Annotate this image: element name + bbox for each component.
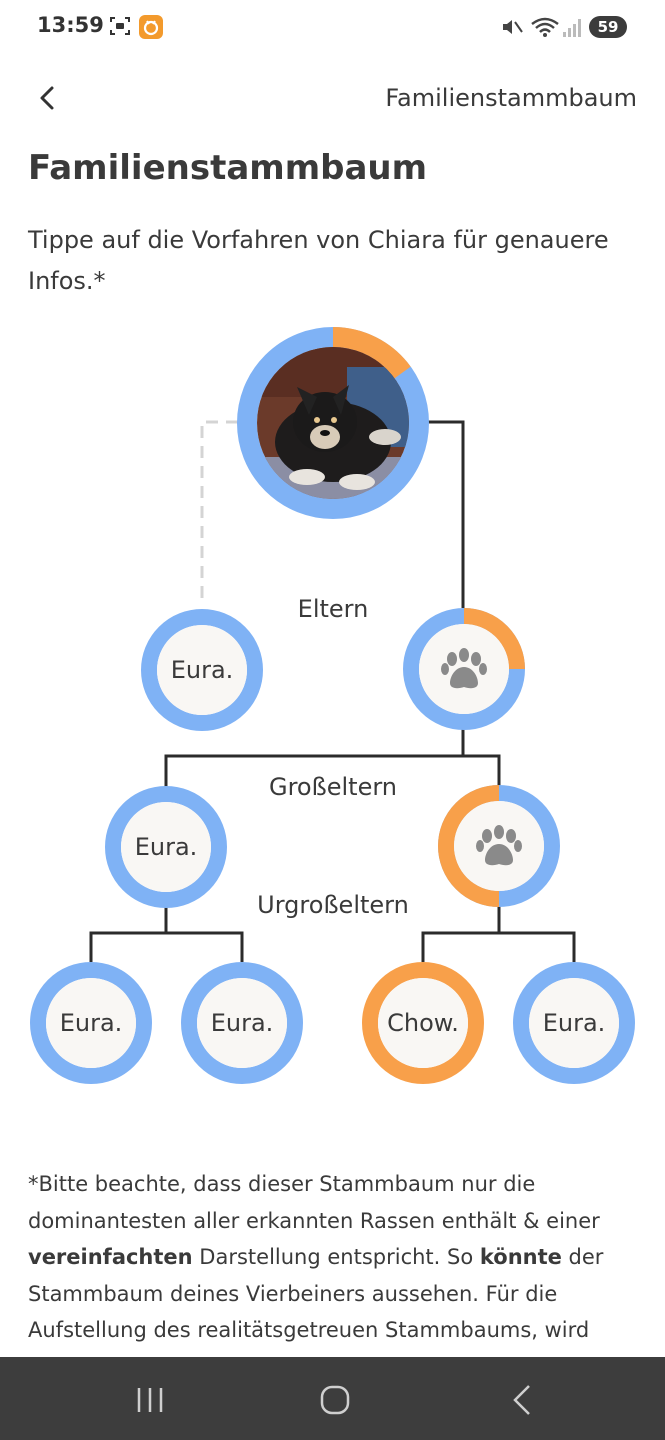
grandparent-left-node[interactable]: Eura. (105, 786, 227, 908)
root-dog-node[interactable] (237, 327, 429, 519)
grandparent-left-ring (105, 786, 227, 908)
grandparent-right-node[interactable] (438, 785, 560, 907)
great-4-ring (513, 962, 635, 1084)
root-ring (237, 327, 429, 519)
footnote-bold-2: könnte (479, 1245, 562, 1269)
header-title: Familienstammbaum (385, 84, 637, 112)
footnote-part-2: Darstellung entspricht. So (192, 1245, 480, 1269)
paw-icon (476, 825, 522, 866)
parent-right-ring (403, 608, 525, 730)
great-grandparent-4-node[interactable]: Eura. (513, 962, 635, 1084)
screenshot-icon (110, 17, 130, 35)
recent-apps-button[interactable] (120, 1380, 180, 1420)
parent-left-label: Eura. (157, 625, 247, 715)
back-button[interactable] (30, 80, 66, 116)
parent-left-ring (141, 609, 263, 731)
parent-right-node[interactable] (403, 608, 525, 730)
wifi-icon (531, 17, 559, 37)
great-4-label: Eura. (529, 978, 619, 1068)
grandparent-right-ring (438, 785, 560, 907)
grandparent-left-label: Eura. (121, 802, 211, 892)
tree-connectors (89, 420, 576, 962)
system-nav-bar (0, 1357, 665, 1440)
great-1-label: Eura. (46, 978, 136, 1068)
footnote-bold-1: vereinfachten (28, 1245, 193, 1269)
great-grandparent-2-node[interactable]: Eura. (181, 962, 303, 1084)
parent-left-node[interactable]: Eura. (141, 609, 263, 731)
label-grandparents: Großeltern (268, 773, 397, 801)
status-bar: 13:59 59 (0, 0, 665, 56)
great-grandparent-1-node[interactable]: Eura. (30, 962, 152, 1084)
mute-icon (503, 20, 523, 34)
system-back-button[interactable] (492, 1380, 552, 1420)
label-parents: Eltern (297, 595, 369, 623)
home-button[interactable] (305, 1380, 365, 1420)
great-3-label: Chow. (378, 978, 468, 1068)
intro-text: Tippe auf die Vorfahren von Chiara für g… (28, 226, 609, 295)
status-time: 13:59 (37, 13, 104, 37)
great-grandparent-3-node[interactable]: Chow. (362, 962, 484, 1084)
great-2-label: Eura. (197, 978, 287, 1068)
grandparent-right-inner (454, 801, 544, 891)
app-notification-icon (139, 15, 163, 39)
great-2-ring (181, 962, 303, 1084)
label-great-grandparents: Urgroßeltern (257, 891, 409, 919)
signal-icon (563, 19, 581, 37)
battery-badge: 59 (589, 16, 627, 38)
page-title: Familienstammbaum (28, 148, 428, 188)
paw-icon (441, 648, 487, 689)
great-1-ring (30, 962, 152, 1084)
footnote-text: *Bitte beachte, dass dieser Stammbaum nu… (28, 1166, 640, 1385)
parent-right-inner (419, 624, 509, 714)
great-3-ring (362, 962, 484, 1084)
footnote-part-1: *Bitte beachte, dass dieser Stammbaum nu… (28, 1172, 600, 1233)
